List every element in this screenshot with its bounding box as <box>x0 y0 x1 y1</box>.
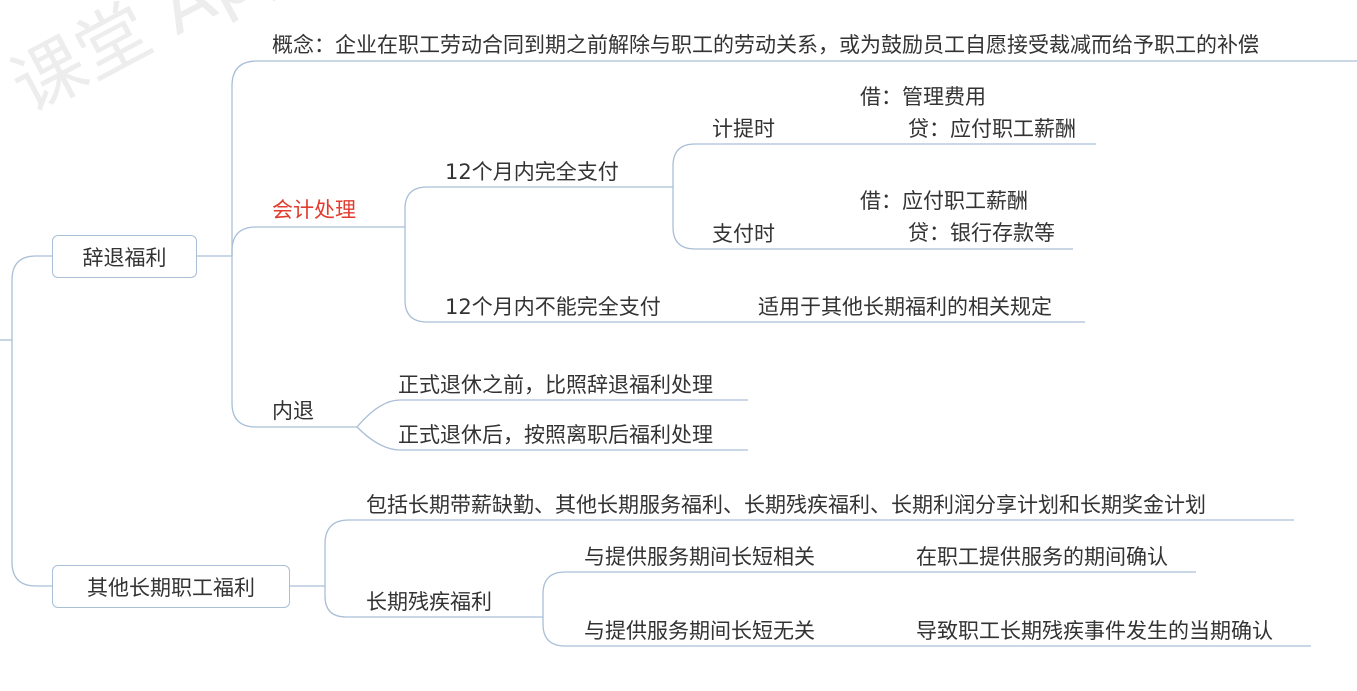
node-related-to-service[interactable]: 与提供服务期间长短相关 <box>584 545 815 569</box>
connector-dismissal-internal <box>231 256 357 428</box>
node-dismissal-benefits[interactable]: 辞退福利 <box>52 235 197 278</box>
node-internal-retirement[interactable]: 内退 <box>272 399 314 423</box>
node-recognize-when-event[interactable]: 导致职工长期残疾事件发生的当期确认 <box>916 619 1273 643</box>
node-debit-payroll-payable[interactable]: 借：应付职工薪酬 <box>860 189 1028 213</box>
node-concept[interactable]: 概念：企业在职工劳动合同到期之前解除与职工的劳动关系，或为鼓励员工自愿接受裁减而… <box>272 33 1259 57</box>
connector-root-dismissal <box>11 255 52 340</box>
connector-other-disability <box>324 586 543 618</box>
node-payment-time[interactable]: 支付时 <box>712 222 775 246</box>
node-after-retirement[interactable]: 正式退休后，按照离职后福利处理 <box>398 423 713 447</box>
node-unrelated-to-service[interactable]: 与提供服务期间长短无关 <box>584 619 815 643</box>
connector-accounting-notfull <box>404 227 720 323</box>
node-credit-payroll-payable[interactable]: 贷：应付职工薪酬 <box>908 117 1076 141</box>
node-within-12-not-full[interactable]: 12个月内不能完全支付 <box>445 295 661 319</box>
node-includes-list[interactable]: 包括长期带薪缺勤、其他长期服务福利、长期残疾福利、长期利润分享计划和长期奖金计划 <box>366 493 1206 517</box>
node-before-retirement[interactable]: 正式退休之前，比照辞退福利处理 <box>398 373 713 397</box>
node-credit-bank-deposit[interactable]: 贷：银行存款等 <box>908 221 1055 245</box>
connector-dismissal-accounting <box>231 226 405 256</box>
node-debit-admin-expense[interactable]: 借：管理费用 <box>860 85 986 109</box>
connector-full-accrual <box>672 143 858 187</box>
connector-dismissal-concept <box>231 60 1357 256</box>
connector-internal-before <box>356 399 748 428</box>
connector-internal-after <box>356 426 748 451</box>
node-long-term-disability[interactable]: 长期残疾福利 <box>366 590 492 614</box>
connector-accounting-full <box>404 186 673 227</box>
node-accrual-time[interactable]: 计提时 <box>712 117 775 141</box>
connector-disability-unrelated <box>542 617 1311 647</box>
node-within-12-full[interactable]: 12个月内完全支付 <box>445 160 619 184</box>
node-apply-other-rules[interactable]: 适用于其他长期福利的相关规定 <box>758 295 1052 319</box>
connector-root-other <box>11 340 52 587</box>
node-recognize-during-service[interactable]: 在职工提供服务的期间确认 <box>916 545 1168 569</box>
node-other-long-term-benefits[interactable]: 其他长期职工福利 <box>52 565 290 608</box>
connector-other-includes <box>324 519 1294 586</box>
connector-full-payment <box>672 187 858 250</box>
connector-disability-related <box>542 571 1196 617</box>
node-accounting[interactable]: 会计处理 <box>272 198 356 222</box>
